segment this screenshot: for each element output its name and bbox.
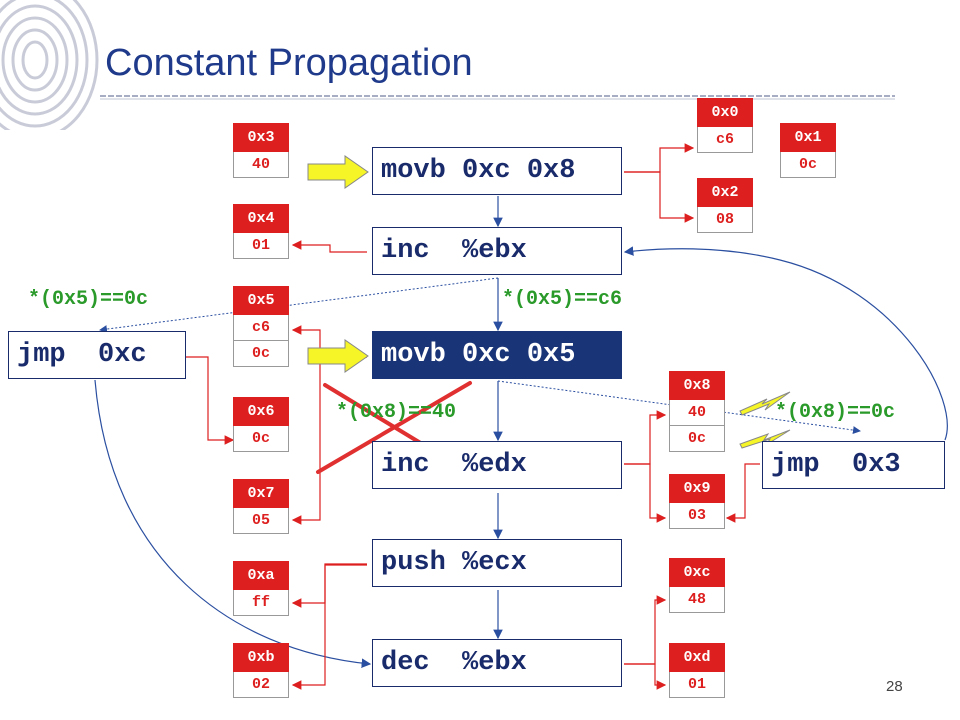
jump-right[interactable]: jmp 0x3 — [762, 441, 945, 489]
mem-val: 02 — [233, 672, 289, 698]
jump-left[interactable]: jmp 0xc — [8, 331, 186, 379]
instr-dec-ebx[interactable]: dec %ebx — [372, 639, 622, 687]
mem-addr: 0x7 — [233, 479, 289, 508]
mem-addr: 0x6 — [233, 397, 289, 426]
mem-val: 05 — [233, 508, 289, 534]
title-rule — [100, 95, 895, 100]
mem-val: 01 — [233, 233, 289, 259]
mem-val: 0c — [669, 426, 725, 452]
mem-addr: 0xa — [233, 561, 289, 590]
mem-val: 01 — [669, 672, 725, 698]
slide-title: Constant Propagation — [105, 42, 473, 84]
mem-val: ff — [233, 590, 289, 616]
mem-0x0: 0x0 c6 — [697, 98, 753, 153]
mem-0xc: 0xc 48 — [669, 558, 725, 613]
mem-addr: 0xb — [233, 643, 289, 672]
mem-0x7: 0x7 05 — [233, 479, 289, 534]
mem-addr: 0xc — [669, 558, 725, 587]
page-number: 28 — [886, 678, 903, 695]
mem-0x6: 0x6 0c — [233, 397, 289, 452]
annotation-mid-0x5: *(0x5)==c6 — [502, 288, 623, 311]
mem-0x3: 0x3 40 — [233, 123, 289, 178]
mem-val: 40 — [669, 400, 725, 426]
mem-0x8: 0x8 40 0c — [669, 371, 725, 452]
yellow-arrow-1 — [307, 155, 369, 189]
instr-movb-0xc-0x5[interactable]: movb 0xc 0x5 — [372, 331, 622, 379]
mem-addr: 0x1 — [780, 123, 836, 152]
instr-push-ecx[interactable]: push %ecx — [372, 539, 622, 587]
mem-addr: 0x3 — [233, 123, 289, 152]
instr-inc-ebx[interactable]: inc %ebx — [372, 227, 622, 275]
mem-0x5: 0x5 c6 0c — [233, 286, 289, 367]
mem-0x1: 0x1 0c — [780, 123, 836, 178]
instr-inc-edx[interactable]: inc %edx — [372, 441, 622, 489]
mem-addr: 0x2 — [697, 178, 753, 207]
yellow-arrow-2 — [307, 339, 369, 373]
mem-val: 40 — [233, 152, 289, 178]
mem-0x4: 0x4 01 — [233, 204, 289, 259]
mem-addr: 0x8 — [669, 371, 725, 400]
annotation-left-0x5: *(0x5)==0c — [28, 288, 149, 311]
mem-val: 0c — [780, 152, 836, 178]
mem-addr: 0xd — [669, 643, 725, 672]
mem-val: 0c — [233, 341, 289, 367]
mem-0xd: 0xd 01 — [669, 643, 725, 698]
mem-val: 0c — [233, 426, 289, 452]
mem-0x9: 0x9 03 — [669, 474, 725, 529]
yellow-arrow-3 — [739, 391, 791, 416]
fingerprint-logo — [0, 0, 99, 130]
mem-addr: 0x9 — [669, 474, 725, 503]
mem-val: 08 — [697, 207, 753, 233]
mem-val: 48 — [669, 587, 725, 613]
instr-movb-0xc-0x8[interactable]: movb 0xc 0x8 — [372, 147, 622, 195]
mem-0xa: 0xa ff — [233, 561, 289, 616]
mem-val: c6 — [697, 127, 753, 153]
mem-val: 03 — [669, 503, 725, 529]
mem-val: c6 — [233, 315, 289, 341]
mem-addr: 0x5 — [233, 286, 289, 315]
mem-addr: 0x4 — [233, 204, 289, 233]
mem-addr: 0x0 — [697, 98, 753, 127]
annotation-right-0x8: *(0x8)==0c — [775, 401, 896, 424]
mem-0xb: 0xb 02 — [233, 643, 289, 698]
mem-0x2: 0x2 08 — [697, 178, 753, 233]
annotation-mid-0x8: *(0x8)==40 — [336, 401, 457, 424]
